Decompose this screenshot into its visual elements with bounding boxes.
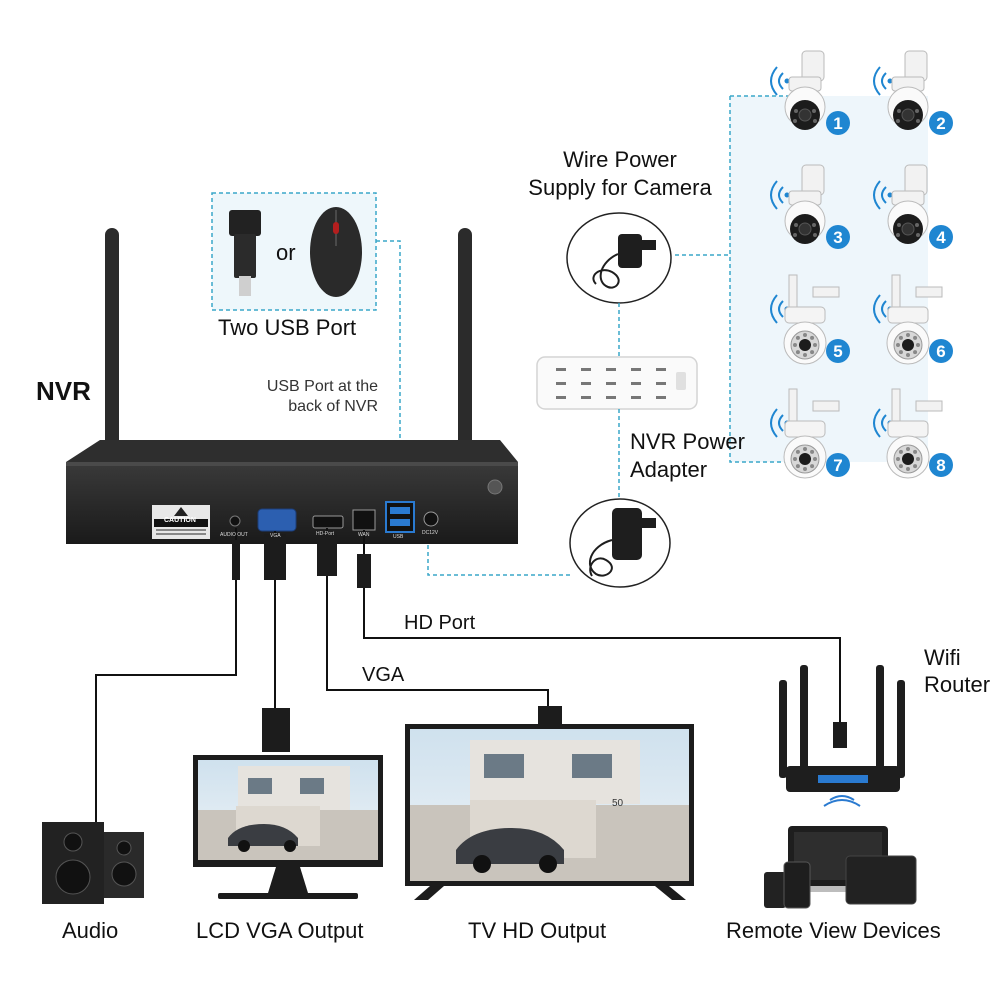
vga-cable-label: VGA [362, 664, 405, 686]
camera-2-number: 2 [936, 114, 945, 133]
house-number-text: 50 [612, 798, 624, 809]
usb-heading: Two USB Port [218, 315, 357, 340]
usb-or-label: or [276, 240, 296, 265]
camera-6-icon: 6 [873, 274, 953, 365]
camera-1-icon: 1 [770, 50, 850, 135]
camera-grid: 1 2 3 4 5 6 7 8 [770, 50, 953, 479]
port-label-wan: WAN [358, 532, 370, 538]
usb-dashed-link [376, 240, 401, 500]
speakers-icon [42, 822, 144, 904]
camera-1-number: 1 [833, 114, 842, 133]
camera-2-icon: 2 [873, 50, 953, 135]
page-title: NVR [36, 376, 91, 406]
camera-4-number: 4 [936, 228, 946, 247]
camera-5-icon: 5 [770, 274, 850, 365]
power-strip-icon [536, 356, 698, 410]
camera-3-icon: 3 [770, 164, 850, 249]
remote-devices-icon [764, 826, 917, 909]
lcd-monitor-icon [193, 755, 383, 899]
caution-label: CAUTION [164, 517, 196, 524]
camera-3-number: 3 [833, 228, 842, 247]
camera-6-number: 6 [936, 342, 945, 361]
connectors [232, 534, 847, 752]
tv-icon: 50 [405, 724, 694, 900]
camera-7-number: 7 [833, 456, 842, 475]
port-label-audio: AUDIO OUT [220, 532, 248, 538]
camera-7-icon: 7 [770, 388, 850, 479]
port-label-usb: USB [393, 534, 404, 540]
nvr-device [66, 440, 518, 544]
hd-port-cable-label: HD Port [404, 612, 476, 634]
usb-port-box [211, 192, 377, 311]
port-label-hd: HD-Port [316, 531, 335, 537]
port-label-vga: VGA [270, 533, 281, 539]
camera-5-number: 5 [833, 342, 842, 361]
camera-power-supply-icon [566, 212, 672, 304]
usb-dongle-icon [229, 210, 261, 296]
output-lcd-label: LCD VGA Output [196, 918, 364, 943]
dc-dashed-link [427, 533, 570, 576]
camera-8-icon: 8 [873, 388, 953, 479]
nvr-power-adapter-icon [569, 498, 671, 588]
mouse-icon [310, 207, 362, 297]
camera-8-number: 8 [936, 456, 945, 475]
output-remote-label: Remote View Devices [726, 918, 941, 943]
output-audio-label: Audio [62, 918, 119, 943]
wifi-router-icon [779, 665, 905, 807]
output-tv-label: TV HD Output [468, 918, 607, 943]
port-label-dc: DC12V [422, 530, 439, 536]
camera-4-icon: 4 [873, 164, 953, 249]
